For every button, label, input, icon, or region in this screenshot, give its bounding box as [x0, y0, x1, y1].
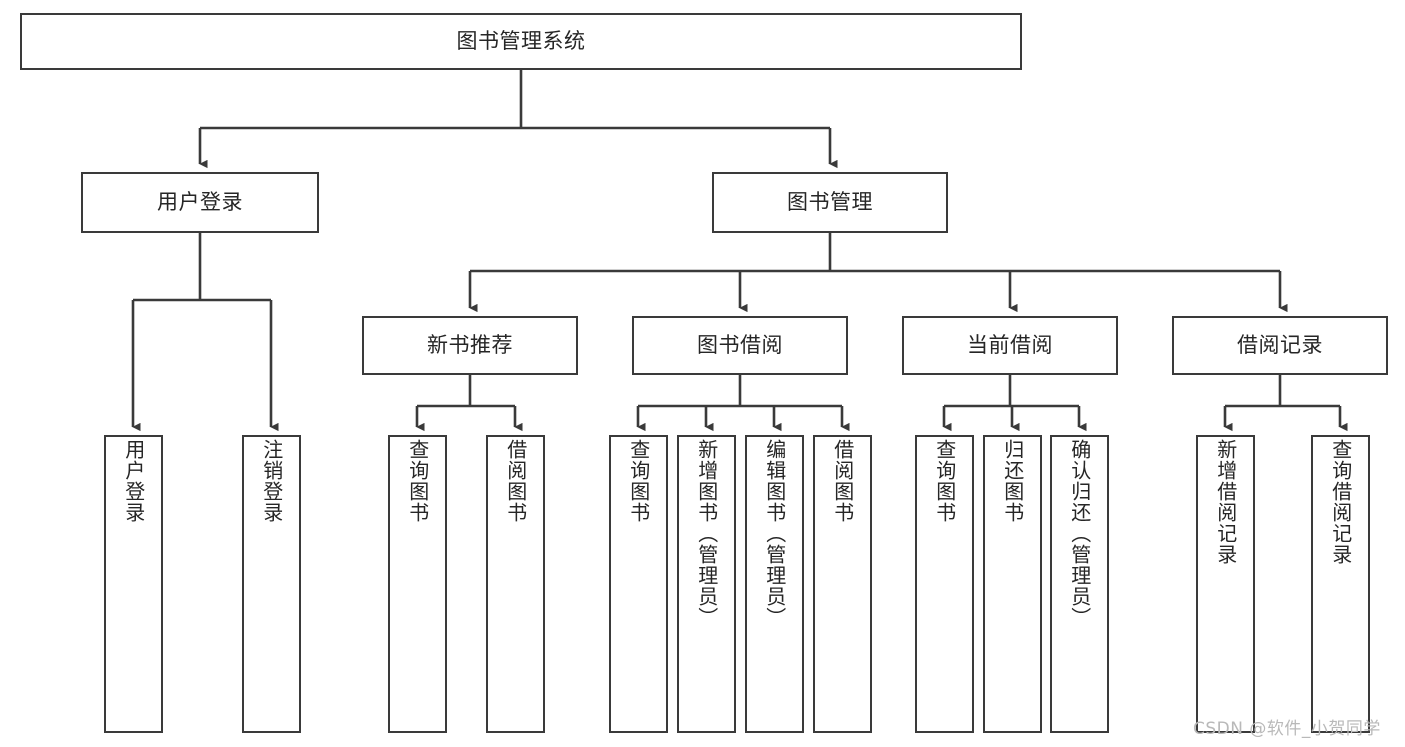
edges-root-to-level1	[198, 70, 838, 169]
node-leaf-user-login-label: 用户登录	[121, 439, 146, 523]
edges-currentborrow-to-leaves	[942, 375, 1087, 432]
node-root[interactable]: 图书管理系统	[20, 13, 1022, 70]
node-leaf-user-login[interactable]: 用户登录	[104, 435, 163, 733]
node-leaf-borrow-book[interactable]: 借阅图书	[813, 435, 872, 733]
node-leaf-borrow-book-rec-label: 借阅图书	[503, 439, 528, 523]
node-leaf-return-book[interactable]: 归还图书	[983, 435, 1042, 733]
node-borrow-record-label: 借阅记录	[1237, 333, 1323, 358]
node-leaf-user-logout[interactable]: 注销登录	[242, 435, 301, 733]
node-leaf-borrow-book-rec[interactable]: 借阅图书	[486, 435, 545, 733]
node-borrow-record[interactable]: 借阅记录	[1172, 316, 1388, 375]
node-leaf-borrow-book-label: 借阅图书	[830, 439, 855, 523]
node-leaf-add-record[interactable]: 新增借阅记录	[1196, 435, 1255, 733]
edges-bookmanage-to-level2	[468, 233, 1288, 313]
node-new-book-recommend[interactable]: 新书推荐	[362, 316, 578, 375]
node-book-manage-label: 图书管理	[787, 190, 873, 215]
node-user-login[interactable]: 用户登录	[81, 172, 319, 233]
node-leaf-add-record-label: 新增借阅记录	[1213, 439, 1238, 565]
node-leaf-query-record-label: 查询借阅记录	[1328, 439, 1353, 565]
edges-borrowrecord-to-leaves	[1223, 375, 1348, 432]
node-current-borrow-label: 当前借阅	[967, 333, 1053, 358]
node-leaf-query-book-rec[interactable]: 查询图书	[388, 435, 447, 733]
node-leaf-query-book-rec-label: 查询图书	[405, 439, 430, 523]
edges-newbook-to-leaves	[415, 375, 523, 432]
node-leaf-confirm-return[interactable]: 确认归还（管理员）	[1050, 435, 1109, 733]
node-new-book-recommend-label: 新书推荐	[427, 333, 513, 358]
edges-bookborrow-to-leaves	[636, 375, 850, 432]
node-leaf-query-record[interactable]: 查询借阅记录	[1311, 435, 1370, 733]
node-leaf-query-book-borrow-label: 查询图书	[626, 439, 651, 523]
node-book-borrow[interactable]: 图书借阅	[632, 316, 848, 375]
node-root-label: 图书管理系统	[456, 29, 586, 54]
node-leaf-add-book-label: 新增图书（管理员）	[694, 439, 719, 628]
node-leaf-return-book-label: 归还图书	[1000, 439, 1025, 523]
node-leaf-edit-book[interactable]: 编辑图书（管理员）	[745, 435, 804, 733]
node-leaf-query-book-cur-label: 查询图书	[932, 439, 957, 523]
node-leaf-edit-book-label: 编辑图书（管理员）	[762, 439, 787, 628]
node-book-manage[interactable]: 图书管理	[712, 172, 948, 233]
node-leaf-confirm-return-label: 确认归还（管理员）	[1067, 439, 1092, 628]
node-leaf-user-logout-label: 注销登录	[259, 439, 284, 523]
node-current-borrow[interactable]: 当前借阅	[902, 316, 1118, 375]
node-leaf-query-book-borrow[interactable]: 查询图书	[609, 435, 668, 733]
node-book-borrow-label: 图书借阅	[697, 333, 783, 358]
node-user-login-label: 用户登录	[157, 190, 243, 215]
node-leaf-query-book-cur[interactable]: 查询图书	[915, 435, 974, 733]
node-leaf-add-book[interactable]: 新增图书（管理员）	[677, 435, 736, 733]
edges-userlogin-to-leaves	[131, 233, 279, 432]
